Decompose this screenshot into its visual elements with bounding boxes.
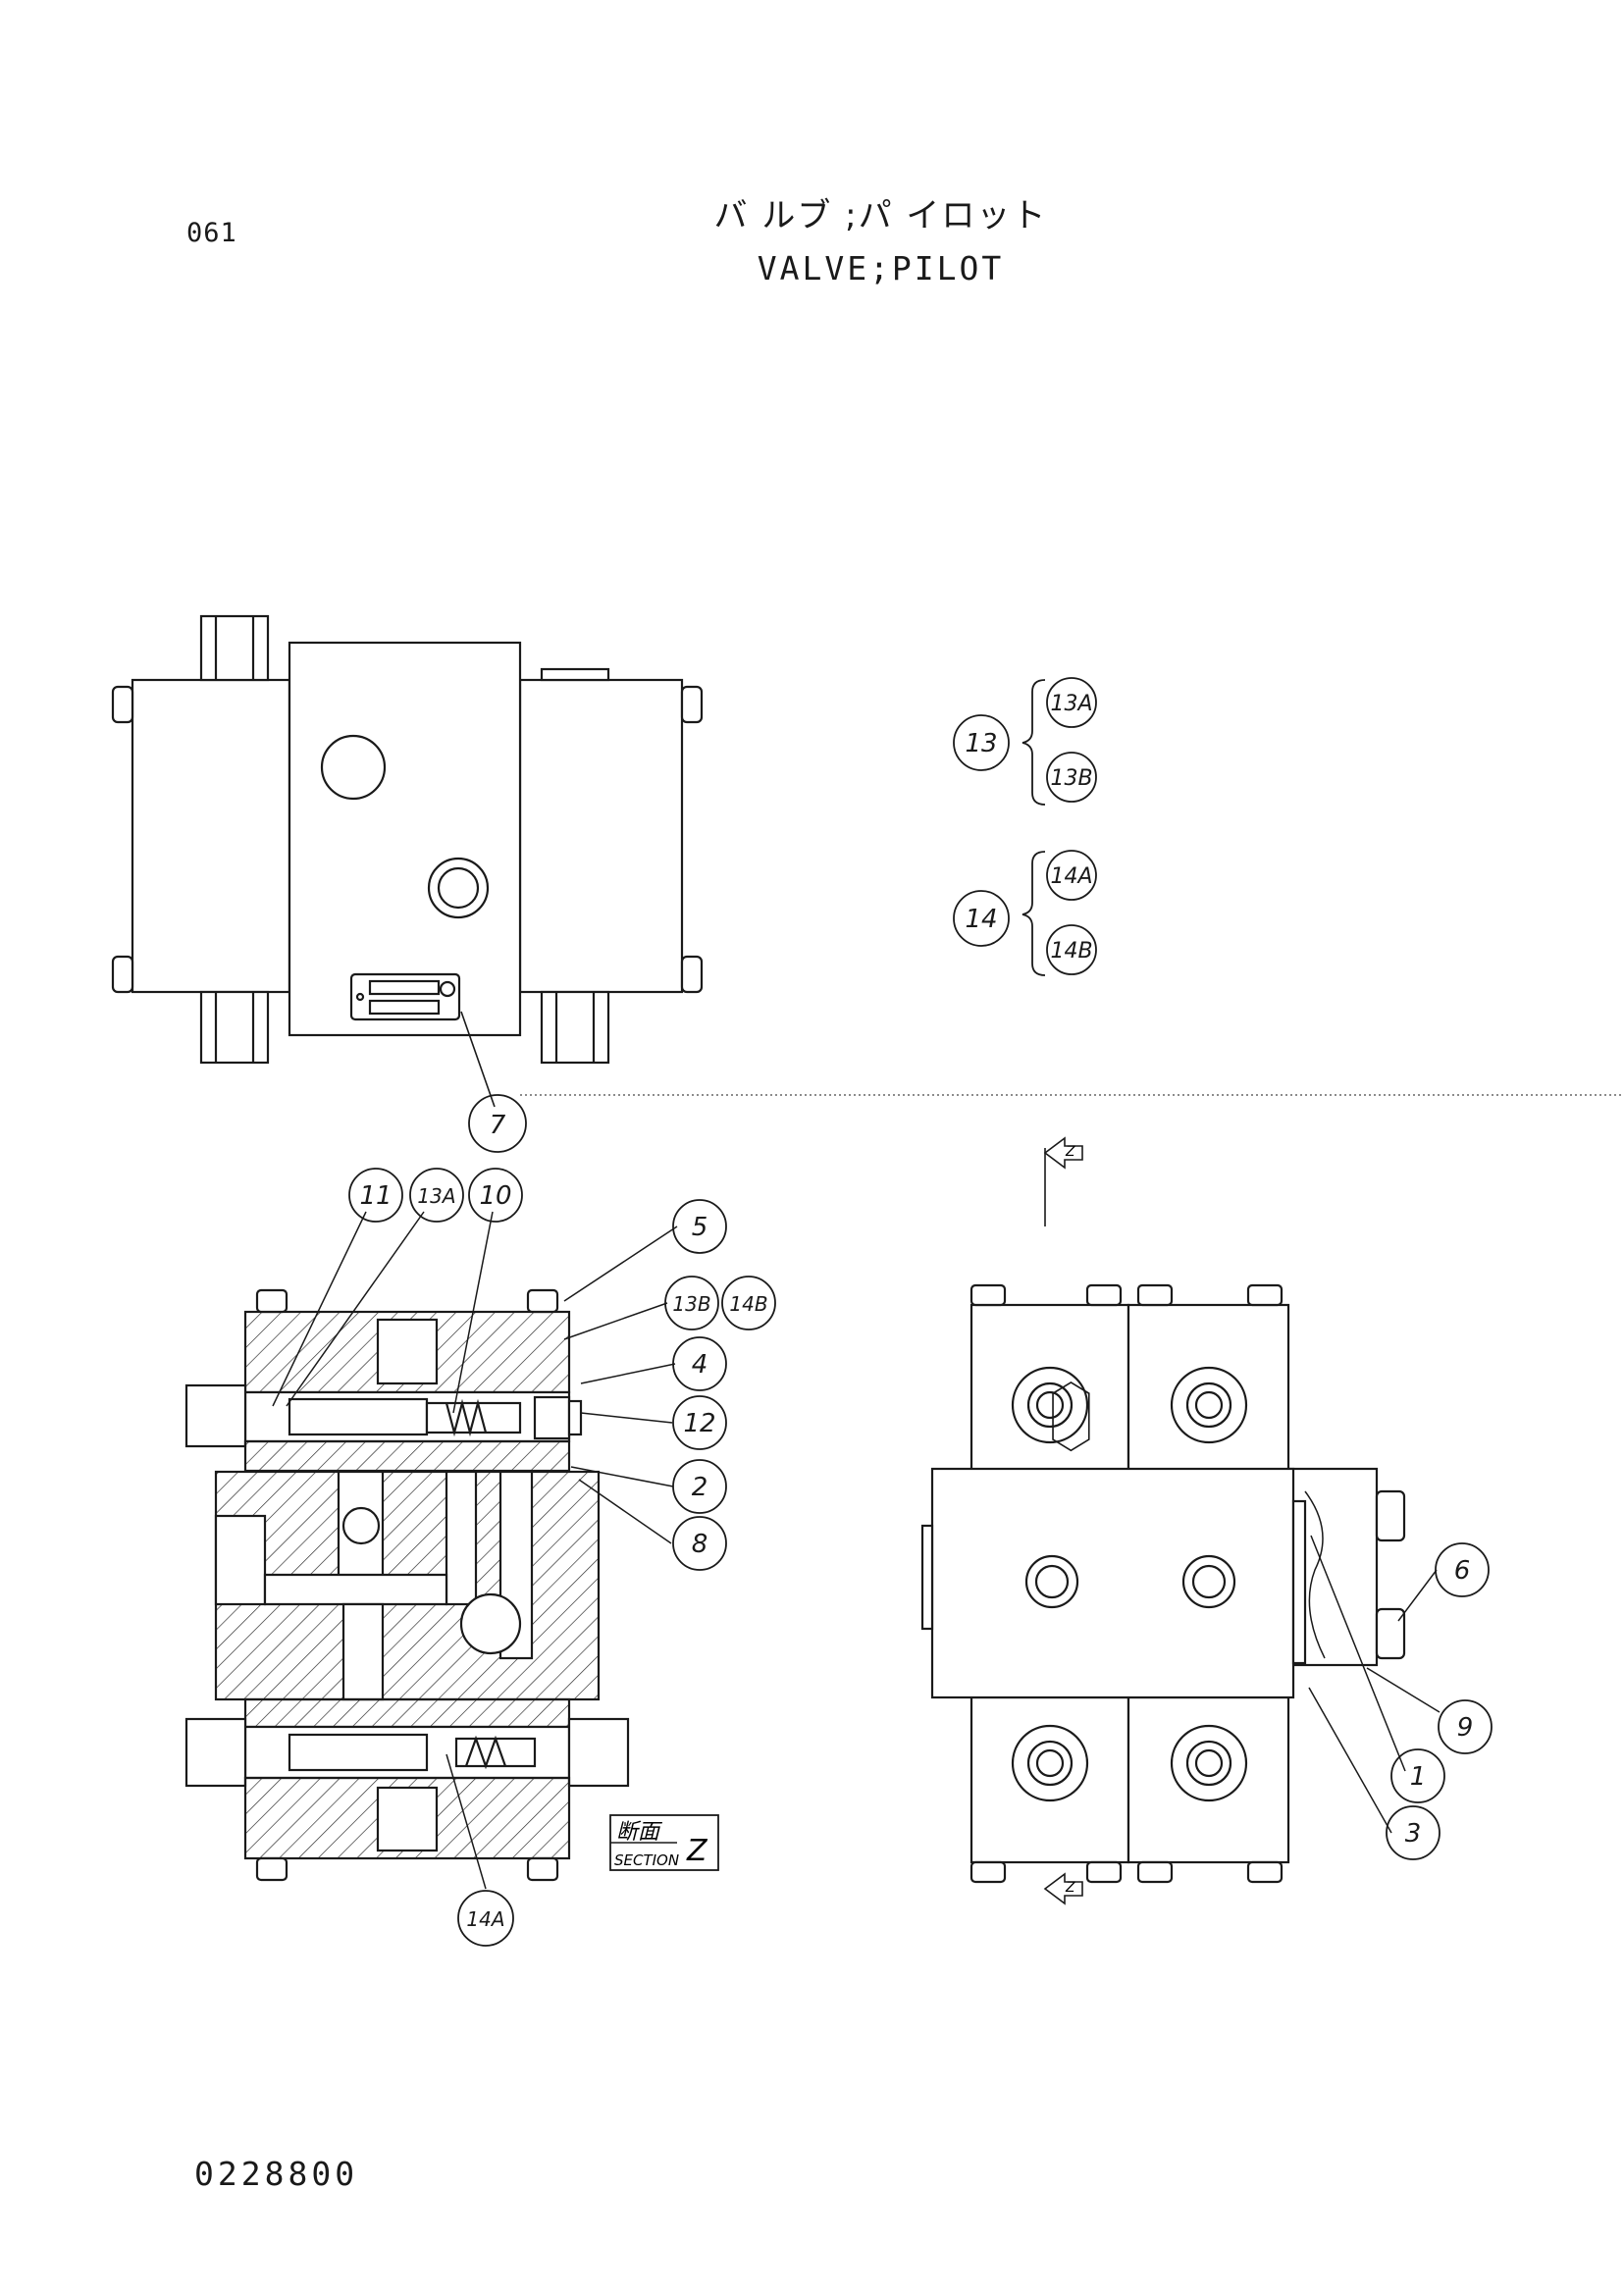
- section-arrow-mark-bottom: Z: [1065, 1880, 1075, 1896]
- legend-group-14: 14: [965, 905, 997, 934]
- leader-lines: [272, 1211, 1441, 1890]
- callout-8: 8: [692, 1530, 708, 1559]
- callout-3: 3: [1405, 1819, 1422, 1849]
- section-label-en: SECTION: [614, 1851, 679, 1869]
- callout-9: 9: [1457, 1713, 1474, 1743]
- top-view: [111, 614, 704, 1108]
- callout-circles: [348, 677, 1493, 1947]
- legend-braces: [1022, 679, 1046, 976]
- callout-2: 2: [692, 1473, 708, 1502]
- section-label-mark: Z: [686, 1834, 708, 1868]
- side-view: [920, 1136, 1406, 1905]
- callout-13a-section: 13A: [417, 1184, 455, 1208]
- legend-part-13a: 13A: [1050, 692, 1092, 716]
- callout-1: 1: [1410, 1762, 1427, 1792]
- legend-group-13: 13: [965, 729, 997, 758]
- callout-5: 5: [692, 1213, 708, 1242]
- section-view: [184, 1288, 630, 1882]
- legend-part-14a: 14A: [1050, 864, 1092, 889]
- callout-11: 11: [359, 1181, 392, 1211]
- callout-7: 7: [490, 1111, 506, 1140]
- document-code: 0228800: [194, 2155, 359, 2193]
- callout-14b-section: 14B: [729, 1292, 767, 1316]
- title-japanese: バ ルブ ;パ イロット: [713, 196, 1048, 235]
- page-number: 061: [186, 218, 237, 248]
- callout-14a-section: 14A: [466, 1907, 504, 1931]
- section-arrow-mark-top: Z: [1065, 1144, 1075, 1160]
- legend-part-13b: 13B: [1050, 766, 1092, 791]
- section-label-box: [609, 1814, 719, 1871]
- section-label-jp: 断面: [616, 1820, 663, 1845]
- callout-6: 6: [1454, 1556, 1471, 1586]
- callout-4: 4: [692, 1350, 708, 1380]
- callout-13b-section: 13B: [672, 1292, 710, 1316]
- legend-part-14b: 14B: [1050, 939, 1092, 964]
- title-english: VALVE;PILOT: [757, 249, 1005, 287]
- callout-10: 10: [479, 1181, 511, 1211]
- callout-12: 12: [683, 1409, 715, 1438]
